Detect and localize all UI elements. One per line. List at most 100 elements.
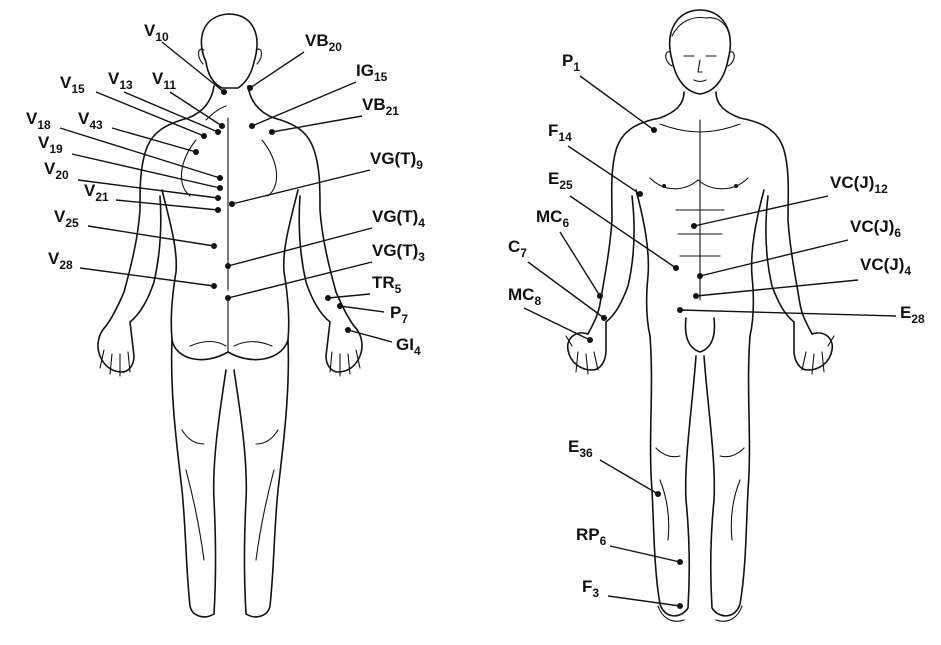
leader-line-v43	[111, 127, 197, 153]
point-label-subscript-vgt4: 4	[418, 216, 425, 230]
point-marker-rp6	[677, 559, 683, 565]
point-marker-e28	[677, 307, 683, 313]
point-marker-f14	[637, 191, 643, 197]
point-label-subscript-v28: 28	[59, 258, 73, 272]
point-label-subscript-v10: 10	[155, 30, 169, 44]
point-label-base-v10: V	[144, 21, 156, 40]
point-label-e28: E28	[900, 303, 925, 326]
point-label-vcj4: VC(J)4	[860, 255, 911, 278]
leader-line-ig15	[251, 81, 357, 127]
point-label-v25: V25	[54, 207, 79, 230]
point-label-v11: V11	[152, 69, 176, 92]
leader-line-v21	[115, 199, 219, 211]
leader-line-f3	[607, 595, 681, 607]
point-marker-v25	[211, 243, 217, 249]
point-label-base-v13: V	[108, 69, 120, 88]
leader-line-e25	[569, 195, 677, 269]
point-marker-p1	[651, 127, 657, 133]
point-label-base-mc8: MC	[508, 285, 534, 304]
point-label-tr5: TR5	[372, 273, 402, 296]
point-label-mc8: MC8	[508, 285, 541, 308]
point-label-c7: C7	[508, 237, 527, 260]
point-label-p1: P1	[562, 51, 580, 74]
point-marker-vb20	[247, 85, 253, 91]
front-view-figure	[565, 9, 835, 622]
point-label-v19: V19	[38, 133, 63, 156]
point-label-base-v11: V	[152, 69, 164, 88]
point-label-base-v18: V	[26, 109, 38, 128]
point-label-base-vb20: VB	[305, 31, 329, 50]
point-marker-v11	[219, 123, 225, 129]
leader-line-mc8	[523, 307, 591, 341]
point-marker-vcj6	[697, 273, 703, 279]
leader-line-vcj12	[693, 195, 829, 227]
point-marker-mc6	[597, 293, 603, 299]
point-label-base-e25: E	[548, 169, 559, 188]
point-label-subscript-vb21: 21	[386, 104, 400, 118]
point-label-p7: P7	[390, 303, 408, 326]
point-label-subscript-mc6: 6	[562, 216, 569, 230]
point-label-subscript-vgt9: 9	[416, 158, 423, 172]
point-marker-tr5	[325, 295, 331, 301]
point-label-v28: V28	[48, 249, 73, 272]
leader-line-mc6	[559, 231, 601, 297]
point-label-v10: V10	[144, 21, 169, 44]
point-marker-gi4	[345, 327, 351, 333]
point-label-base-v19: V	[38, 133, 50, 152]
leader-line-vgt9	[231, 169, 371, 205]
leader-line-p7	[339, 305, 385, 313]
point-label-subscript-p1: 1	[573, 60, 580, 74]
point-label-base-ig15: IG	[356, 61, 374, 80]
point-label-base-vcj12: VC(J)	[830, 173, 874, 192]
point-label-vcj6: VC(J)6	[850, 217, 901, 240]
point-label-base-rp6: RP	[576, 525, 600, 544]
point-label-f14: F14	[548, 121, 572, 144]
leader-line-v15	[95, 91, 205, 137]
leader-line-f14	[567, 145, 641, 195]
point-label-base-v15: V	[60, 73, 72, 92]
point-label-base-vb21: VB	[362, 95, 386, 114]
leader-line-v25	[87, 225, 215, 247]
point-label-subscript-mc8: 8	[534, 294, 541, 308]
point-label-base-vcj4: VC(J)	[860, 255, 904, 274]
point-marker-v28	[211, 283, 217, 289]
point-marker-v21	[215, 207, 221, 213]
leader-line-v20	[77, 179, 219, 199]
leader-line-c7	[527, 261, 605, 319]
point-marker-e25	[673, 265, 679, 271]
point-label-subscript-rp6: 6	[600, 534, 607, 548]
point-label-base-f14: F	[548, 121, 558, 140]
point-label-subscript-v25: 25	[65, 216, 79, 230]
point-label-base-vgt9: VG(T)	[370, 149, 416, 168]
point-label-subscript-vcj4: 4	[904, 264, 911, 278]
point-label-base-p1: P	[562, 51, 573, 70]
point-label-base-v43: V	[78, 109, 90, 128]
point-label-base-tr5: TR	[372, 273, 395, 292]
point-label-subscript-e25: 25	[559, 178, 573, 192]
point-label-vcj12: VC(J)12	[830, 173, 888, 196]
leader-line-v13	[123, 91, 219, 133]
point-marker-vgt3	[225, 295, 231, 301]
point-label-subscript-vcj12: 12	[874, 182, 888, 196]
point-marker-v15	[201, 133, 207, 139]
point-marker-ig15	[249, 123, 255, 129]
point-label-subscript-v15: 15	[71, 82, 85, 96]
point-label-vgt9: VG(T)9	[370, 149, 423, 172]
leader-line-gi4	[347, 329, 393, 343]
leader-line-vb20	[249, 51, 305, 89]
leader-line-rp6	[609, 545, 681, 563]
point-marker-p7	[337, 303, 343, 309]
point-marker-c7	[601, 315, 607, 321]
point-label-subscript-v19: 19	[49, 142, 63, 156]
leader-line-vgt4	[227, 227, 373, 267]
leader-line-vcj6	[699, 239, 849, 277]
point-label-mc6: MC6	[536, 207, 569, 230]
leader-line-tr5	[327, 293, 371, 299]
point-marker-vcj12	[691, 223, 697, 229]
point-label-base-vgt4: VG(T)	[372, 207, 418, 226]
point-marker-mc8	[587, 337, 593, 343]
point-label-base-v20: V	[44, 159, 56, 178]
point-label-base-vgt3: VG(T)	[372, 241, 418, 260]
point-label-base-mc6: MC	[536, 207, 562, 226]
